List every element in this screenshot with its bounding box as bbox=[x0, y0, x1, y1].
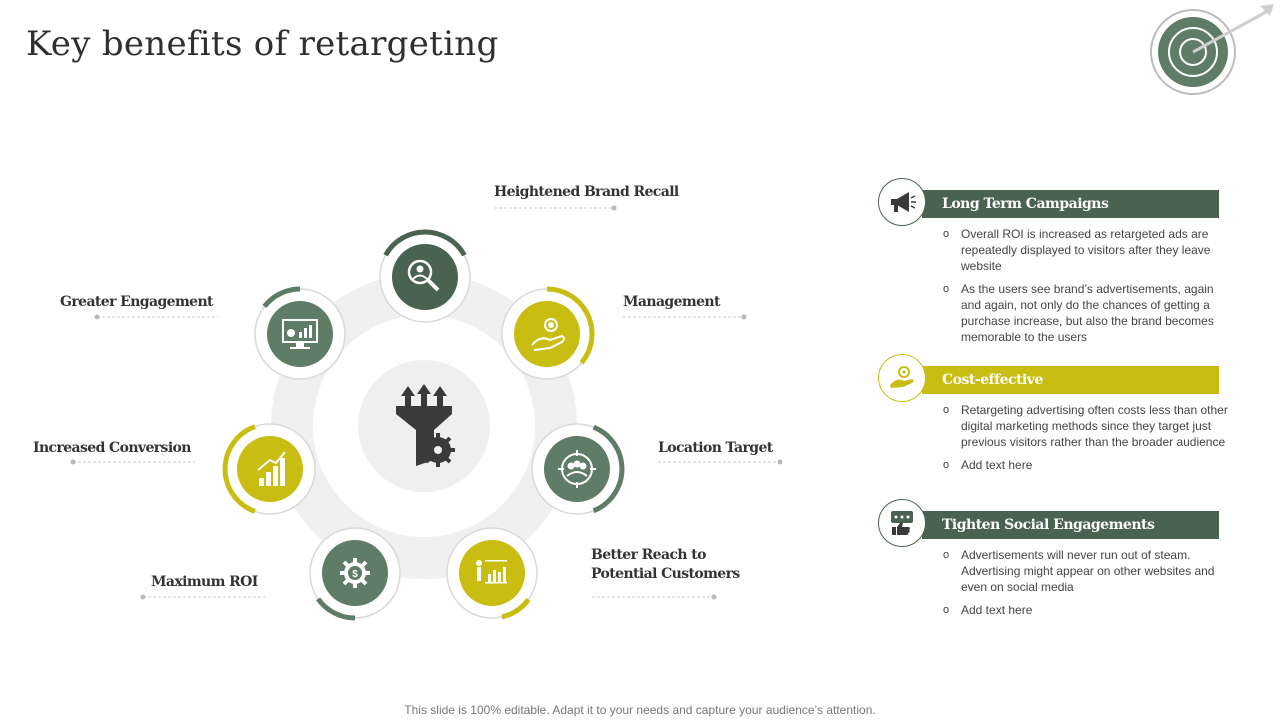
label-location-target: Location Target bbox=[658, 440, 773, 456]
benefit-node-management bbox=[501, 286, 595, 380]
dollar-gear-icon: $ bbox=[340, 558, 370, 588]
footer-note: This slide is 100% editable. Adapt it to… bbox=[404, 703, 876, 717]
list-item: Retargeting advertising often costs less… bbox=[941, 402, 1236, 450]
hand-gear-icon bbox=[878, 354, 926, 402]
page-title: Key benefits of retargeting bbox=[26, 24, 499, 64]
label-better-reach: Better Reach to Potential Customers bbox=[591, 547, 740, 582]
monitor-dashboard-icon bbox=[282, 319, 318, 349]
presentation-chart-icon bbox=[476, 560, 507, 584]
list-item: Advertisements will never run out of ste… bbox=[941, 547, 1236, 595]
label-brand-recall: Heightened Brand Recall bbox=[494, 184, 679, 200]
funnel-gear-icon bbox=[396, 384, 455, 467]
benefit-node-maximum-roi: $ bbox=[309, 527, 401, 621]
benefits-cycle-diagram: $ bbox=[70, 205, 783, 621]
section-heading: Long Term Campaigns bbox=[922, 190, 1219, 218]
bullet-list: Retargeting advertising often costs less… bbox=[941, 402, 1236, 480]
hand-gear-icon bbox=[531, 318, 565, 351]
benefit-node-increased-conversion bbox=[222, 423, 316, 515]
list-item: As the users see brand’s advertisements,… bbox=[941, 281, 1236, 345]
chat-thumbs-up-icon bbox=[878, 499, 926, 547]
label-maximum-roi: Maximum ROI bbox=[151, 574, 258, 590]
list-item: Overall ROI is increased as retargeted a… bbox=[941, 226, 1236, 274]
section-heading: Cost-effective bbox=[922, 366, 1219, 394]
benefit-node-greater-engagement bbox=[254, 286, 346, 380]
label-greater-engagement: Greater Engagement bbox=[60, 294, 214, 310]
label-management: Management bbox=[623, 294, 720, 310]
svg-text:$: $ bbox=[352, 569, 358, 580]
megaphone-icon bbox=[878, 178, 926, 226]
benefit-node-location-target bbox=[531, 423, 625, 515]
label-increased-conversion: Increased Conversion bbox=[33, 440, 191, 456]
list-item: Add text here bbox=[941, 602, 1236, 618]
target-arrow-logo-icon bbox=[1150, 4, 1274, 95]
bullet-list: Overall ROI is increased as retargeted a… bbox=[941, 226, 1236, 352]
bar-chart-growth-icon bbox=[257, 451, 286, 486]
benefit-node-better-reach bbox=[446, 527, 538, 620]
section-heading: Tighten Social Engagements bbox=[922, 511, 1219, 539]
bullet-list: Advertisements will never run out of ste… bbox=[941, 547, 1236, 625]
search-user-icon bbox=[407, 259, 440, 292]
benefit-node-brand-recall bbox=[379, 229, 471, 323]
target-people-icon bbox=[558, 450, 596, 488]
list-item: Add text here bbox=[941, 457, 1236, 473]
